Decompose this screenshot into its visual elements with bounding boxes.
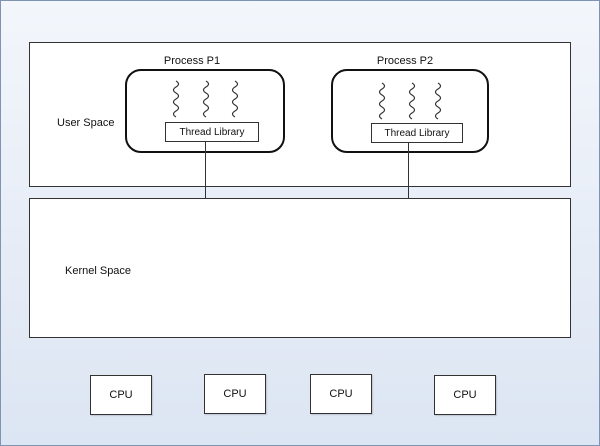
thread-icon [202, 80, 210, 118]
cpu-box: CPU [204, 374, 266, 414]
process-p2-title: Process P2 [376, 55, 434, 67]
thread-library-p2: Thread Library [371, 123, 463, 143]
kernel-space-label: Kernel Space [65, 265, 132, 277]
connector-line-p2 [408, 143, 409, 218]
cpu-box: CPU [310, 374, 372, 414]
user-space-region [29, 42, 571, 187]
kernel-space-region [29, 198, 571, 338]
thread-icon [434, 82, 442, 120]
thread-icon [408, 82, 416, 120]
cpu-box: CPU [434, 375, 496, 415]
thread-icon [378, 82, 386, 120]
process-p1-title: Process P1 [163, 55, 221, 67]
cpu-box: CPU [90, 375, 152, 415]
connector-line-p1 [205, 142, 206, 218]
thread-library-p1: Thread Library [165, 122, 259, 142]
thread-icon [172, 80, 180, 118]
thread-icon [231, 80, 239, 118]
user-space-label: User Space [57, 117, 115, 129]
